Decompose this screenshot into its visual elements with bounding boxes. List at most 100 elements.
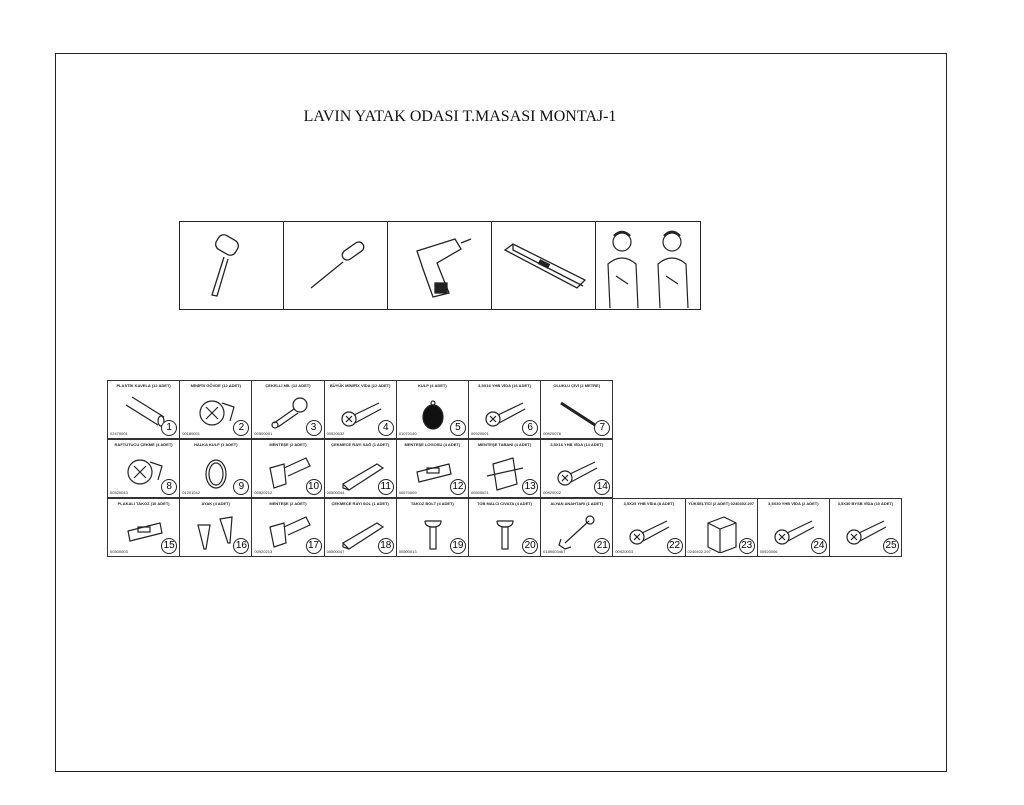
- plate-icon: [416, 463, 452, 483]
- rail-icon: [341, 463, 384, 491]
- part-cell: TOB MALCI CIVATA (4 ADET)20: [467, 498, 542, 557]
- part-code: 00500001: [254, 431, 273, 436]
- part-label: YÜKSELTİCİ (2 ADET) 0240402.297: [688, 501, 754, 506]
- mallet-icon: [210, 233, 239, 297]
- part-label: 3,5X30 YHB VİDA (2 ADET): [768, 501, 819, 506]
- part-label: MENTEŞE TABANI (4 ADET): [477, 442, 532, 447]
- part-number: 14: [594, 479, 611, 495]
- part-number: 21: [594, 538, 611, 554]
- part-code: 00920006: [759, 549, 778, 554]
- part-number: 9: [233, 479, 250, 495]
- part-number: 25: [883, 538, 900, 554]
- part-label: 3,5X30 BYSB VİDA (10 ADET): [837, 501, 894, 506]
- part-label: RAFTUTUCU ÇEKME (4 ADET): [114, 442, 173, 447]
- part-code: 00500003: [110, 549, 128, 554]
- bolt2-icon: [496, 520, 514, 550]
- screw-icon: [629, 520, 670, 545]
- level-icon: [503, 242, 586, 289]
- part-label: PLAKALI TAKOZ (10 ADET): [117, 501, 170, 506]
- part-number: 12: [449, 479, 466, 495]
- part-cell: MENTEŞE TABANI (4 ADET) 00500021 13: [467, 439, 542, 498]
- drill-icon: [415, 237, 471, 298]
- part-label: BÜYÜK MİNİFİX VİDA (12 ADET): [329, 383, 391, 388]
- screwdriver-icon: [310, 240, 364, 289]
- part-code: 00500021: [470, 490, 489, 495]
- legs-icon: [197, 516, 233, 550]
- part-label: ÇEKMECE RAYI SAĞ (1 ADET): [331, 442, 390, 447]
- part-label: AYAK (4 ADET): [201, 501, 230, 506]
- part-code: 00500047: [326, 549, 345, 554]
- ring-icon: [205, 459, 227, 489]
- part-number: 16: [233, 538, 250, 554]
- tools-row: [179, 221, 701, 310]
- part-code: 0189003467: [543, 549, 566, 554]
- rod-icon: [560, 401, 596, 427]
- page-border: [55, 53, 947, 772]
- part-label: ÇEKMECE RAYI SOL (1 ADET): [331, 501, 389, 506]
- wrench-icon: [558, 515, 595, 550]
- part-number: 13: [522, 479, 539, 495]
- part-label: TAKOZ BOLT (4 ADET): [410, 501, 454, 506]
- bracket-icon: [486, 457, 524, 491]
- part-number: 23: [738, 538, 755, 554]
- tool-cell: [596, 222, 700, 309]
- part-label: MENTEŞE (2 ADET): [269, 501, 307, 506]
- screw-icon: [846, 520, 887, 545]
- part-number: 4: [377, 420, 394, 436]
- screw-icon: [485, 402, 526, 427]
- part-code: 00920213: [254, 549, 273, 554]
- part-code: 00920212: [254, 490, 273, 495]
- bolt-icon: [271, 397, 308, 429]
- part-code: 00920003: [615, 549, 634, 554]
- part-label: PLASTİK KAVELA (12 ADET): [116, 383, 171, 388]
- cam-icon: [199, 400, 235, 426]
- part-number: 11: [377, 479, 394, 495]
- screw-icon: [340, 402, 381, 427]
- hinge-icon: [269, 516, 312, 548]
- hinge-icon: [269, 457, 312, 489]
- part-label: HALKA KULP (1 ADET): [193, 442, 238, 447]
- tool-cell: [180, 222, 284, 309]
- part-label: TOB MALCI CIVATA (4 ADET): [477, 501, 533, 506]
- part-label: 3,5X16 YHB VİDA (14 ADET): [550, 442, 604, 447]
- part-code: 00920001: [470, 431, 489, 436]
- part-number: 18: [377, 538, 394, 554]
- part-cell: ÇEKMECE RAYI SAĞ (1 ADET) 00500044 11: [323, 439, 397, 498]
- part-label: 3,5X25 YHB VİDA (8 ADET): [623, 501, 675, 506]
- part-number: 2: [233, 420, 250, 436]
- part-label: ÇEKELLİ MİL (12 ADET): [265, 383, 311, 388]
- tool-cell: [492, 222, 596, 309]
- part-label: MENTEŞE (2 ADET): [269, 442, 307, 447]
- part-number: 17: [305, 538, 322, 554]
- plate-icon: [127, 522, 163, 542]
- part-code: 00520032: [326, 431, 345, 436]
- part-number: 6: [522, 420, 539, 436]
- two-people-icon: [607, 230, 689, 308]
- part-code: 00500044: [326, 490, 345, 495]
- part-number: 22: [666, 538, 683, 554]
- part-number: 10: [305, 479, 322, 495]
- screw-icon: [774, 520, 814, 545]
- bolt2-icon: [424, 520, 442, 550]
- part-code: 00180001: [182, 431, 200, 436]
- part-code: 00500013: [398, 549, 417, 554]
- part-number: 5: [449, 420, 466, 436]
- screw-icon: [557, 461, 598, 486]
- part-cell: MENTEŞE (2 ADET) 00920212 10: [251, 439, 325, 498]
- part-cell: ÇEKMECE RAYI SOL (1 ADET) 00500047 18: [323, 498, 397, 557]
- tool-cell: [388, 222, 492, 309]
- part-code: 00520043: [110, 490, 128, 495]
- part-number: 24: [810, 538, 827, 554]
- part-cell: 3,5X16 YHB VİDA (14 ADET) 00920002 14: [540, 439, 614, 498]
- tool-cell: [284, 222, 388, 309]
- part-code: 01201042: [182, 490, 200, 495]
- part-code: 00920002: [543, 490, 561, 495]
